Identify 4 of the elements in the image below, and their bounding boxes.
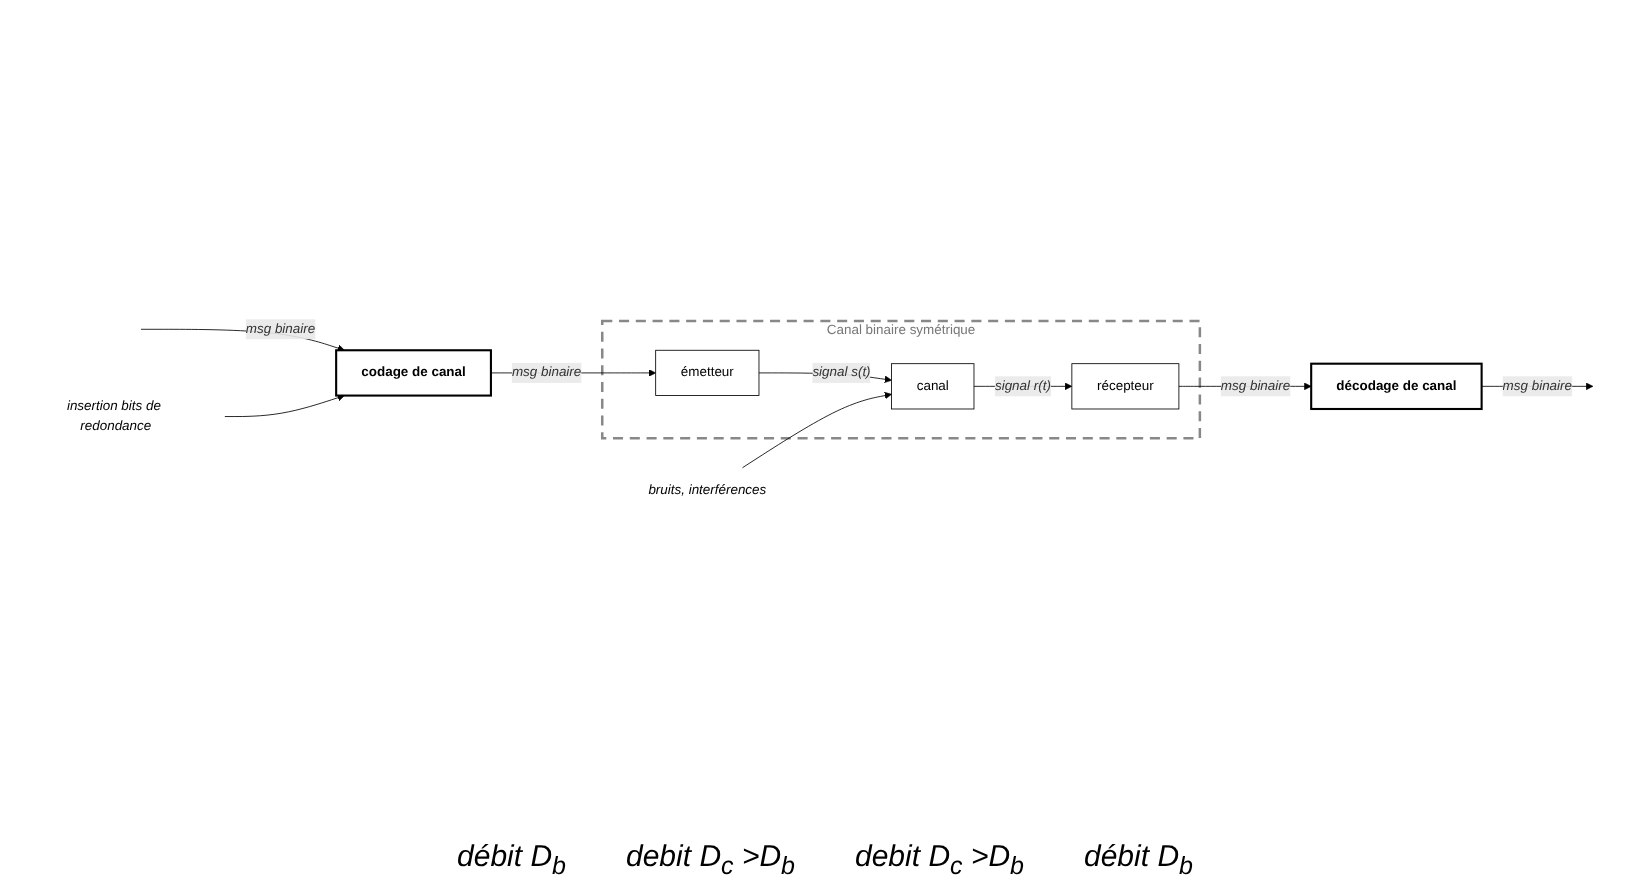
rate-note: debit D$_{c}$ >D$_{b}$ xyxy=(855,840,1024,880)
rate-note: debit D$_{c}$ >D$_{b}$ xyxy=(626,840,795,880)
rate-note: débit D$_{b}$ xyxy=(457,840,566,880)
rate-note: débit D$_{b}$ xyxy=(1084,840,1193,880)
